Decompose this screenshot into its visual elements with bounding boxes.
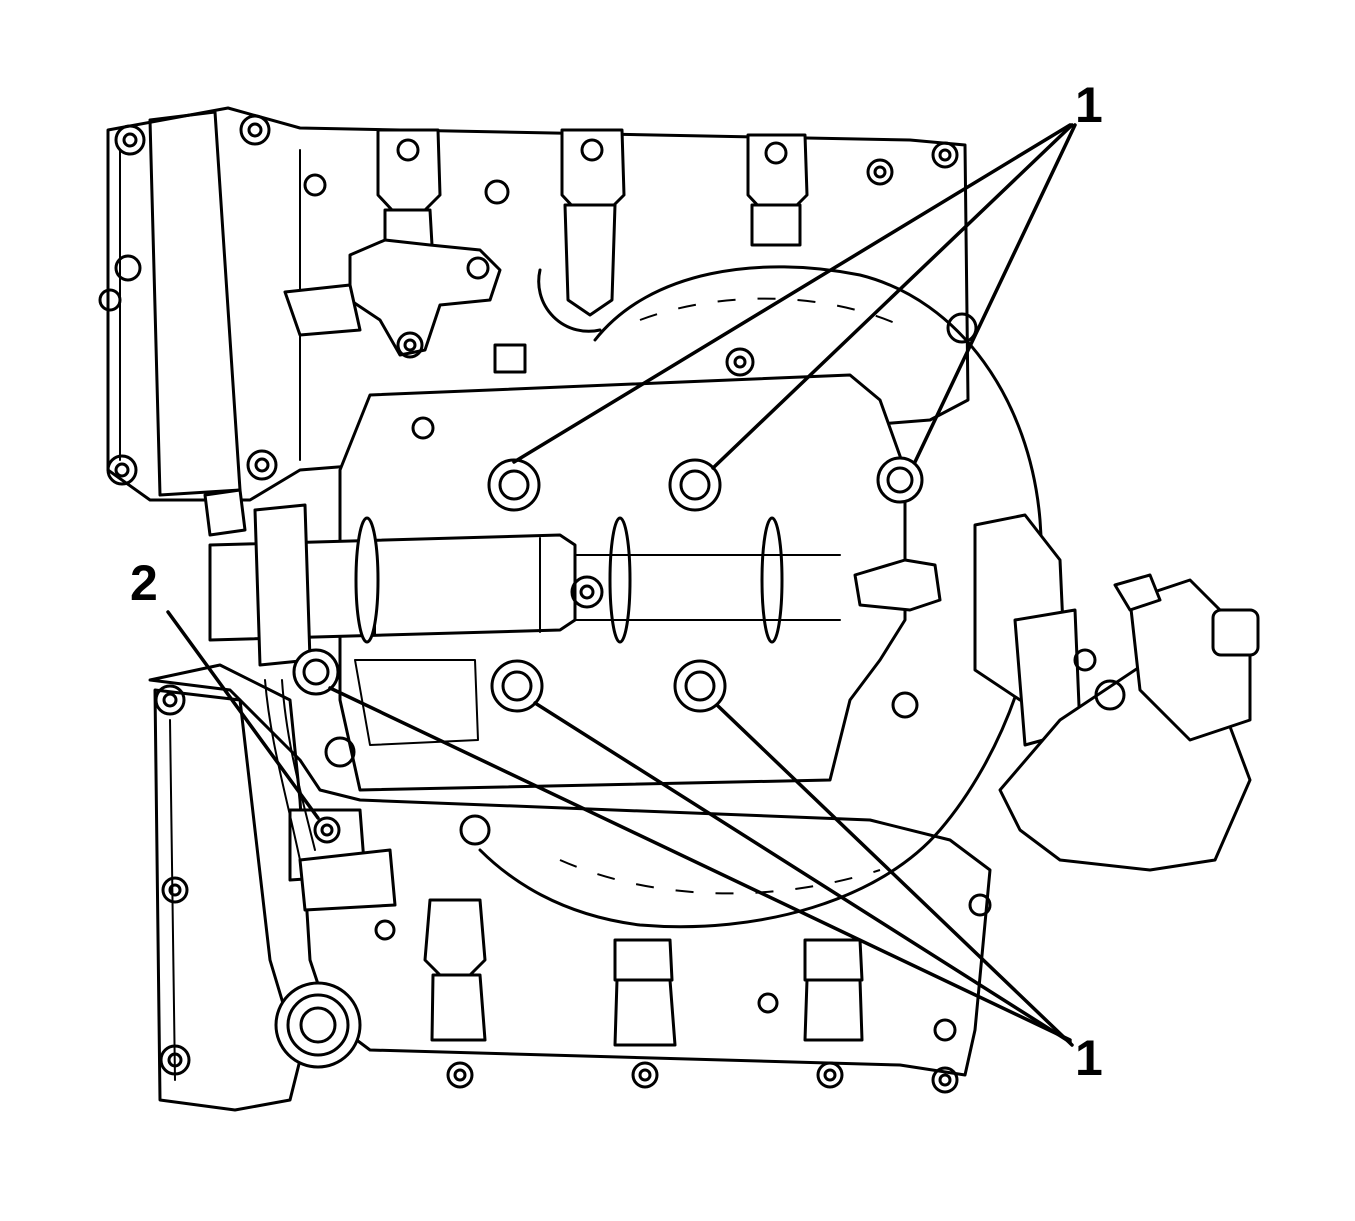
- bolt-lower-2: [490, 659, 544, 713]
- bolt-lower-1: [292, 648, 340, 696]
- manifold-bolts: [292, 347, 924, 713]
- bolt-top-center: [725, 347, 755, 377]
- upper-coil-3: [746, 133, 809, 247]
- callout-label-1-bottom: 1: [1075, 1030, 1103, 1086]
- lower-coil-2: [613, 938, 677, 1047]
- throttle-body: [853, 312, 1260, 872]
- leader-bottom-to-bolt-lower-3: [716, 704, 1074, 1047]
- callout-label-1-top: 1: [1075, 77, 1103, 133]
- leader-bottom-to-bolt-lower-1: [328, 686, 1072, 1042]
- upper-ignition-coils: [376, 128, 809, 333]
- bolt-upper-3: [876, 456, 924, 504]
- upper-valve-cover: [98, 106, 970, 502]
- bolt-upper-1: [487, 458, 541, 512]
- leader-lines: [166, 123, 1077, 1047]
- callout-label-2: 2: [130, 555, 158, 611]
- leader-top-to-bolt-upper-1: [512, 123, 1072, 464]
- bolt-item-2: [264, 679, 397, 912]
- lower-ignition-coils: [374, 814, 864, 1047]
- upper-coil-1: [376, 128, 442, 247]
- intake-manifold: [203, 265, 1043, 929]
- bolt-lower-3: [673, 659, 727, 713]
- oil-filler-cap: [274, 981, 362, 1069]
- leader-top-to-bolt-upper-3: [913, 123, 1077, 464]
- upper-coil-2: [560, 128, 626, 317]
- lower-coil-3: [803, 938, 864, 1042]
- upper-sensor-bracket: [283, 238, 527, 374]
- bolt-upper-2: [668, 458, 722, 512]
- leader-bottom-to-bolt-lower-2: [533, 701, 1072, 1044]
- leader-top-to-bolt-upper-2: [711, 123, 1074, 470]
- leader-to-bolt-item-2: [166, 610, 320, 820]
- lower-coil-1: [423, 898, 487, 1042]
